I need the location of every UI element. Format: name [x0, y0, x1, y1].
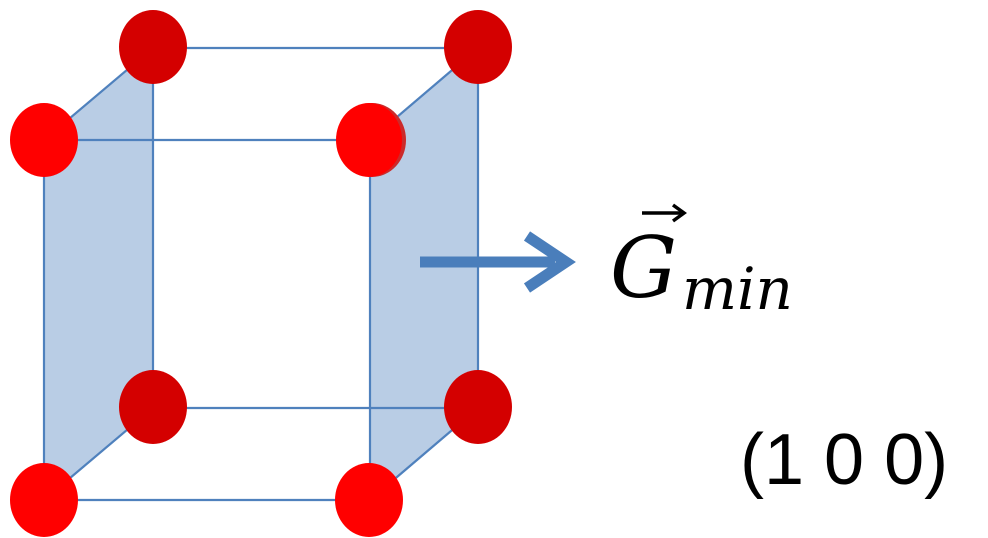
miller-index-label: (1 0 0) [740, 420, 948, 500]
atom-front-bottom-left [10, 463, 78, 537]
atom-front-top-left [10, 103, 78, 177]
atom-front-bottom-right [335, 463, 403, 537]
vector-accent-icon [642, 203, 687, 223]
atom-front-top-right [336, 103, 402, 177]
atom-back-bottom-left [119, 370, 187, 444]
vector-label: G min [610, 203, 793, 323]
vector-subscript: min [682, 255, 793, 323]
atom-back-top-left [119, 10, 187, 84]
atom-back-bottom-right [444, 370, 512, 444]
vector-symbol: G [610, 219, 677, 317]
normal-arrow [420, 231, 576, 293]
atom-back-top-right [444, 10, 512, 84]
